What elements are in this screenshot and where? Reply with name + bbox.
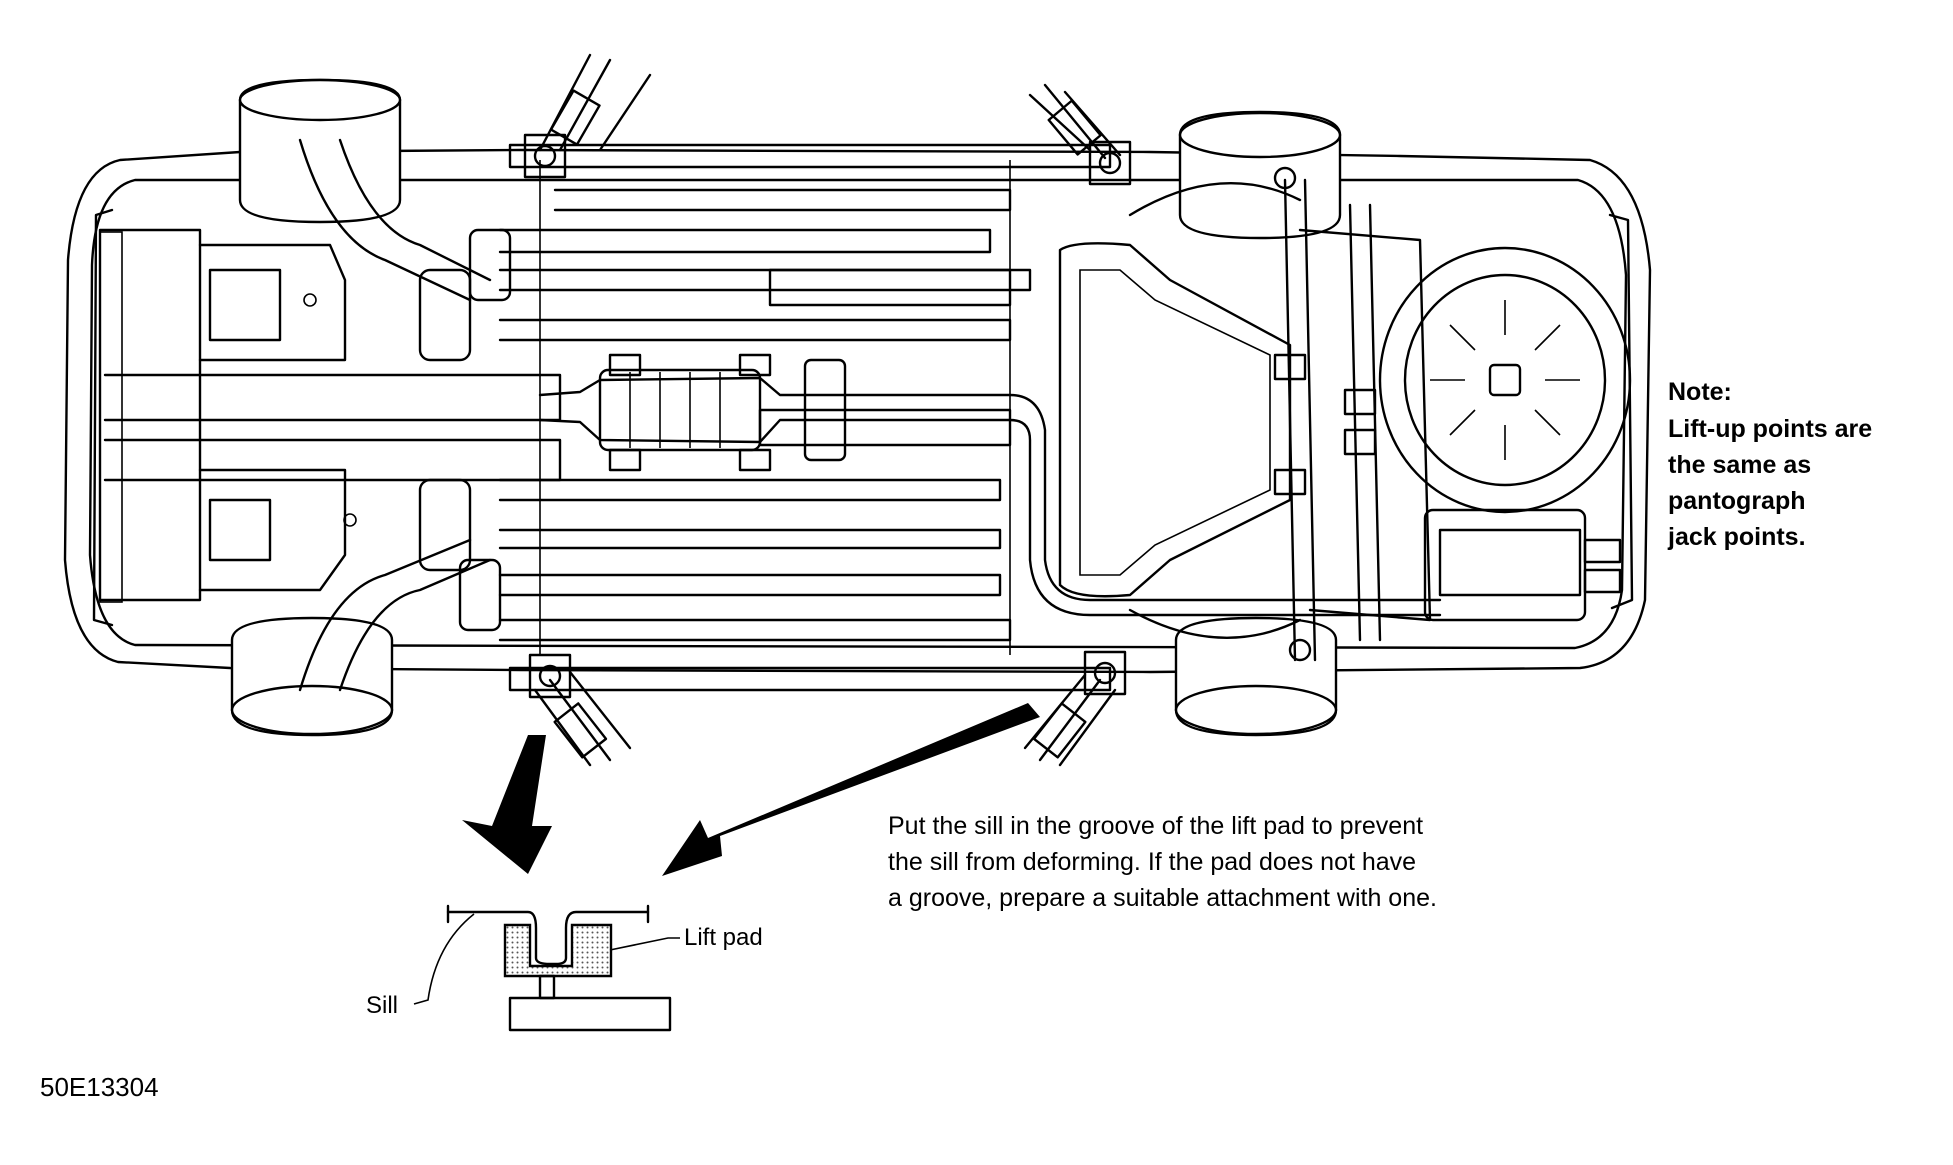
floor-lines	[498, 160, 1032, 655]
instruction-line-3: a groove, prepare a suitable attachment …	[888, 884, 1437, 912]
note-line-4: jack points.	[1667, 523, 1806, 551]
sill-right	[508, 666, 1112, 692]
tire-rear-left	[1178, 110, 1342, 240]
rear-bumper	[1608, 213, 1634, 610]
lift-point-front-left	[523, 133, 567, 179]
front-bumper	[92, 208, 114, 627]
rear-suspension	[1128, 166, 1432, 662]
body-outline	[63, 148, 1652, 674]
body-inner-outline	[88, 178, 1628, 650]
lift-arm-front-right	[533, 670, 632, 767]
lift-pad-leader	[609, 937, 680, 951]
arrow-front-lift-point	[462, 735, 552, 874]
note-line-2: the same as	[1668, 451, 1811, 479]
note-line-1: Lift-up points are	[1668, 415, 1872, 443]
lift-point-rear-right	[1083, 650, 1127, 696]
lift-post	[538, 974, 556, 1000]
lift-arm-rear-left	[1028, 83, 1122, 160]
lift-arm-front-left	[538, 53, 652, 152]
sill-profile	[446, 910, 650, 966]
sill-left	[508, 143, 1112, 169]
sill-leader	[413, 913, 475, 1005]
spare-tire	[1378, 246, 1632, 514]
tire-front-left	[238, 78, 402, 224]
fuel-tank	[1058, 242, 1292, 598]
engine-compartment	[98, 138, 562, 692]
callout-arrows	[462, 703, 1040, 876]
lift-pad-label: Lift pad	[684, 924, 763, 951]
lift-arm-rear-right	[1023, 673, 1117, 767]
lift-point-front-right	[528, 653, 572, 699]
note-heading: Note:	[1668, 378, 1732, 406]
figure-code: 50E13304	[40, 1072, 159, 1102]
catalytic-converter	[598, 368, 762, 452]
muffler	[1423, 508, 1587, 622]
lift-pad	[503, 923, 613, 978]
instruction-line-2: the sill from deforming. If the pad does…	[888, 848, 1416, 876]
lift-pad-detail	[413, 904, 680, 1032]
vehicle-underbody	[63, 53, 1652, 767]
lift-base	[508, 996, 672, 1032]
arrow-rear-lift-point	[662, 703, 1040, 876]
instruction-line-1: Put the sill in the groove of the lift p…	[888, 812, 1423, 840]
note-line-3: pantograph	[1668, 487, 1806, 515]
sill-label: Sill	[366, 992, 398, 1019]
tire-rear-right	[1174, 616, 1338, 737]
tire-front-right	[230, 616, 394, 737]
